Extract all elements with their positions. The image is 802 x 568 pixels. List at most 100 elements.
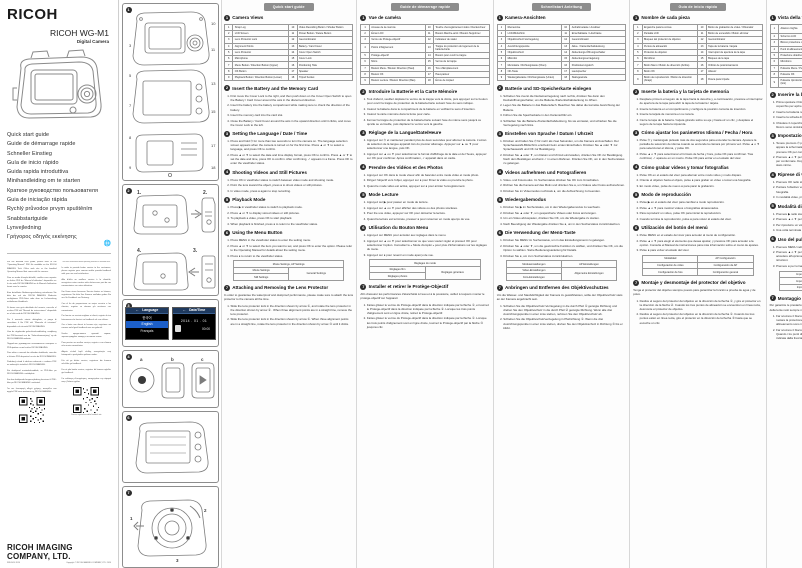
tab-english[interactable]: Quick start guide <box>263 3 314 11</box>
section-title: Mode Lecture <box>368 192 399 198</box>
section-title: Einstellen von Sprache / Datum / Uhrzeit <box>504 131 594 137</box>
section-title: Utilización del botón del menú <box>641 225 708 231</box>
step-item: Nach Beendigung der Wiedergabe drücken S… <box>503 222 626 226</box>
part-number: 18 <box>560 74 571 82</box>
step-item: Um ein Video abzuspielen, drücken Sie OK… <box>503 216 626 220</box>
step-list: Drücken Sie ▶ im Sucherstatus, um in den… <box>497 205 626 226</box>
tab-spanish[interactable]: Guía de inicio rápido <box>669 3 727 11</box>
datetime-date-value[interactable]: 2014 . 01 . 01 <box>180 318 208 323</box>
step-item: Insert the memory card into the card slo… <box>231 113 354 117</box>
section-number: 2 <box>769 91 776 98</box>
part-name: Attacco cinghia <box>778 23 802 35</box>
part-number: 5 <box>769 51 780 60</box>
section-number: 2 <box>496 85 503 92</box>
svg-text:8: 8 <box>129 135 132 140</box>
step-item: Appuyez sur MENU pour accéder aux réglag… <box>367 233 490 237</box>
copyright-line: R01034 0 2014 Copyright © RICOH IMAGING … <box>7 562 111 564</box>
section-number: 2 <box>224 85 230 92</box>
menu-cell: Configuración general <box>697 268 754 276</box>
menu-cell: Movie Settings, AP Settings <box>233 260 345 268</box>
cover-lang-6: Краткое руководство пользователя <box>7 187 99 194</box>
diagram-badge: 2 <box>125 187 132 194</box>
step-item: Puntare l'obiettivo verso il soggetto, q… <box>776 185 802 193</box>
diagram-badge: 3 <box>125 302 132 309</box>
part-number: 9 <box>360 77 370 85</box>
section-heading: 5 Mode Lecture <box>360 191 489 198</box>
part-number: 5 <box>223 48 234 57</box>
svg-text:18: 18 <box>211 165 216 170</box>
svg-text:2: 2 <box>204 508 207 513</box>
part-name: Écrou de trépied <box>432 77 490 85</box>
step-item: Chiudere il coperchio batteria / scheda … <box>776 121 802 129</box>
part-number: 15 <box>697 55 707 63</box>
part-name: Points d'Alignement <box>368 42 426 53</box>
part-number: 8 <box>769 70 780 79</box>
part-number: 8 <box>633 67 643 76</box>
fine-print-line: Για τον λεπτομερή οδηγό χρήσης, ανατρέξτ… <box>7 388 57 394</box>
section-heading: 3 Réglage de la Langue/Date/Heure <box>360 129 489 136</box>
step-item: Video- und Fotomodus. Im Sucherstatus dr… <box>503 178 626 182</box>
cover-lang-9: Snabbstartguide <box>7 215 48 222</box>
section-menu-button: 6 Die Verwendung der Menü-Taste Drücken … <box>496 229 626 282</box>
svg-text:4.: 4. <box>137 248 142 254</box>
datetime-time-value[interactable]: 00:00 <box>202 326 210 331</box>
part-name: Stativgewinde <box>569 74 627 82</box>
section-title: Impostazione di Lingua / Data / Ora <box>777 133 802 139</box>
feedback-print-line: Afin d'offrir un meilleur service à la c… <box>61 279 112 288</box>
part-number: 12 <box>288 36 298 44</box>
feedback-print-line: Con el fin de proporcionar un mejor serv… <box>61 303 112 312</box>
language-option-english[interactable]: English <box>126 320 168 328</box>
section-heading: 6 Using the Menu Button <box>224 229 353 236</box>
step-item: Pulse OK en el estado del visor para alt… <box>640 173 763 177</box>
step-item: Schließen Sie die Batterie-/Kartenfachab… <box>503 119 626 127</box>
language-option-korean[interactable]: 한국어 <box>142 315 152 320</box>
step-item: Close the Battery / Card Cover around th… <box>231 119 354 127</box>
step-item: Slide the lens protector lock in the dir… <box>231 317 354 325</box>
part-name: Altavoz <box>705 67 763 76</box>
language-menu-screen[interactable]: ← Language 한국어 English Français <box>125 306 169 340</box>
section-number: 3 <box>224 130 230 137</box>
section-heading: 5 Playback Mode <box>224 196 353 203</box>
step-list: Far scorrere il blocco della protezione … <box>770 314 802 340</box>
section-title: Vista della fotocamera <box>777 14 802 20</box>
section-number: 1 <box>224 14 230 21</box>
step-item: Press and hold ⏻ for more than two secon… <box>231 139 354 151</box>
part-number: 6 <box>633 55 643 63</box>
datetime-screen[interactable]: ← Date/Time 2014 . 01 . 01 00:00 <box>172 306 216 340</box>
step-list: Press ▶ in viewfinder status to switch t… <box>224 205 353 226</box>
step-item: Press ● to return to the viewfinder stat… <box>231 254 354 258</box>
tab-french[interactable]: Guide de démarrage rapide <box>390 3 460 11</box>
step-item: Drücken Sie ▶ im Sucherstatus, um in den… <box>503 205 626 209</box>
menu-cell: AP Einstellungen <box>560 260 618 268</box>
part-number: 5 <box>496 48 507 57</box>
feedback-print-line: Чтобы предоставить лучший сервис, зареги… <box>61 333 112 339</box>
menu-cell: Réglages généraux <box>424 265 481 281</box>
part-number: 9 <box>496 74 507 82</box>
part-number: 12 <box>424 36 434 44</box>
step-list: Pulse ▶ en el estado del visor para camb… <box>633 200 762 221</box>
part-name: Einschalttaste / Löschtaste <box>569 29 627 38</box>
language-option-french[interactable]: Français <box>140 329 154 333</box>
step-item: Pulse ⏻ y manténgalo pulsado más de dos … <box>640 138 763 150</box>
section-shooting: 4 Prendre des Vidéos et des Photos Appuy… <box>360 164 489 188</box>
step-list: Video- und Fotomodus. Im Sucherstatus dr… <box>497 178 626 193</box>
tab-german[interactable]: Schnellstart Anleitung <box>531 3 592 11</box>
svg-text:a: a <box>140 357 143 362</box>
cover-lang-3: Guía de inicio rápido <box>7 159 59 166</box>
svg-text:15: 15 <box>211 109 216 114</box>
part-number: 13 <box>424 42 434 53</box>
feedback-print-line: Um Ihnen einen besseren Service bieten z… <box>61 291 112 300</box>
step-item: Drücken und halten Sie ⏻ für mehr als zw… <box>503 139 626 151</box>
step-item: Una volta terminata la riproduzione, pre… <box>776 228 802 232</box>
step-item: Far scorrere il blocco della protezione … <box>776 328 802 340</box>
part-name: Pulsante OK <box>778 70 802 79</box>
